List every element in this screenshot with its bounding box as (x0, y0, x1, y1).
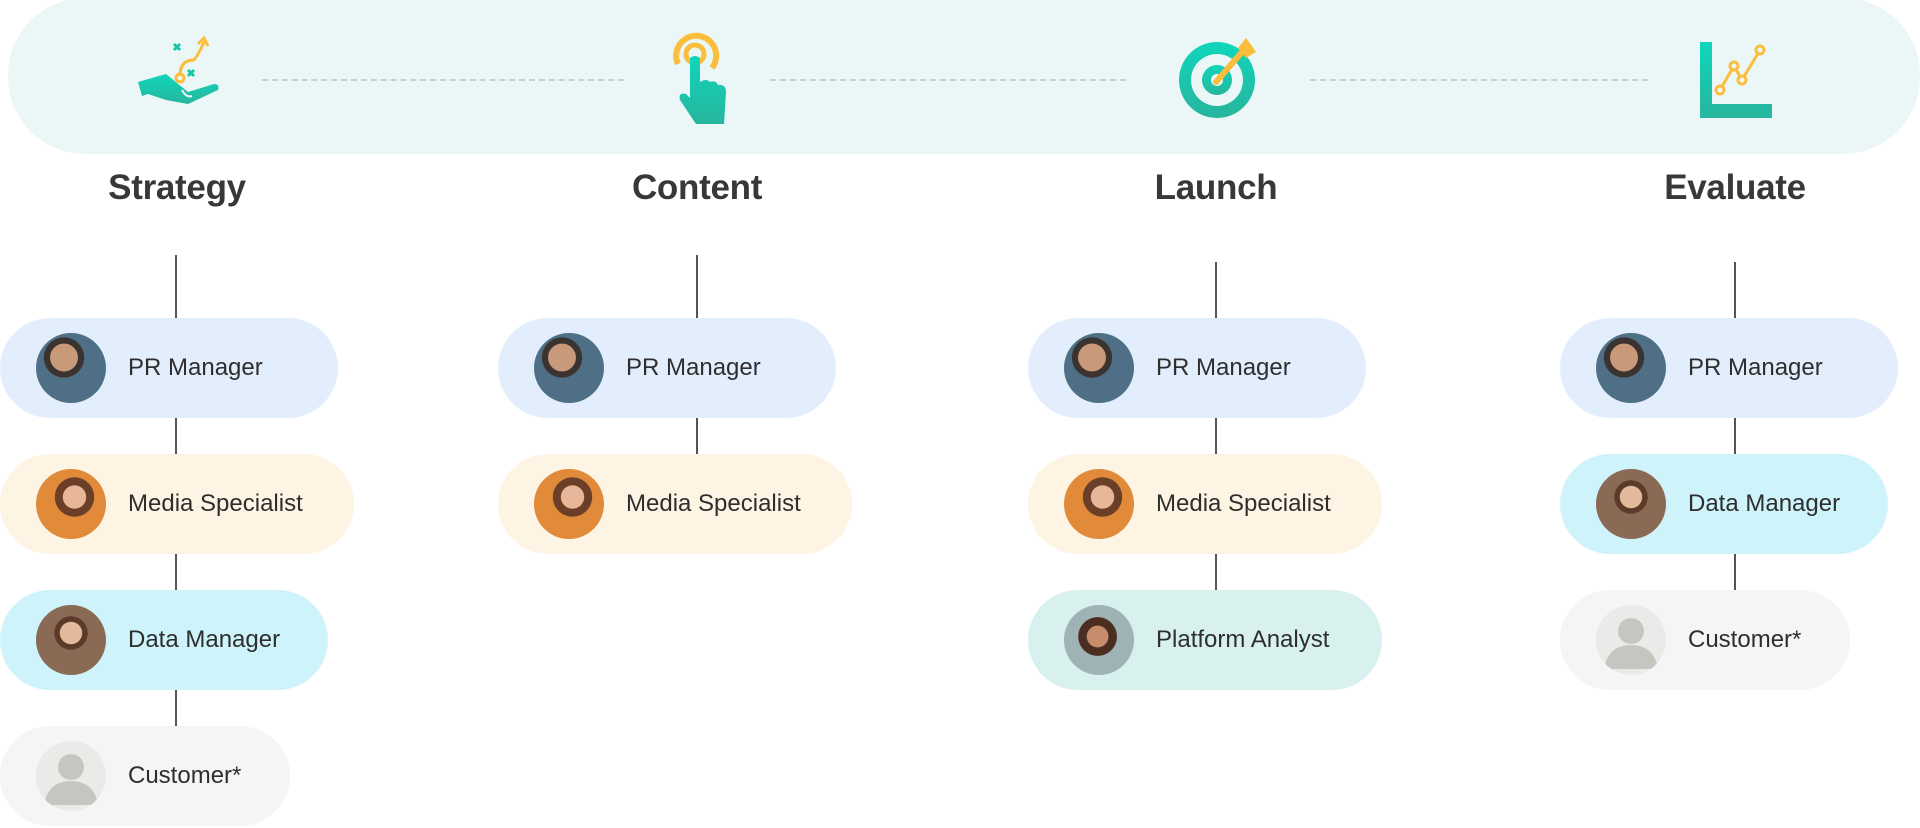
avatar-pr-manager (1064, 333, 1134, 403)
role-connector-line (1215, 262, 1217, 318)
role-label: Platform Analyst (1156, 626, 1330, 653)
role-label: Media Specialist (626, 490, 801, 517)
role-connector-line (1734, 418, 1736, 454)
role-connector-line (696, 255, 698, 318)
stage-connector (262, 79, 624, 81)
avatar-pr-manager (534, 333, 604, 403)
role-card-platform-analyst: Platform Analyst (1028, 590, 1382, 690)
role-card-media-specialist: Media Specialist (0, 454, 354, 554)
role-card-pr-manager: PR Manager (1028, 318, 1366, 418)
stage-title-launch: Launch (1154, 168, 1278, 207)
stage-title-content: Content (631, 168, 763, 207)
role-connector-line (696, 418, 698, 454)
role-connector-line (175, 255, 177, 318)
role-card-pr-manager: PR Manager (0, 318, 338, 418)
role-label: Media Specialist (128, 490, 303, 517)
target-arrow-icon (1179, 38, 1256, 118)
strategy-hand-icon (138, 35, 219, 104)
role-connector-line (1734, 262, 1736, 318)
role-label: Customer* (128, 762, 242, 789)
avatar-pr-manager (36, 333, 106, 403)
default-user-icon (36, 741, 106, 811)
role-card-data-manager: Data Manager (0, 590, 328, 690)
stage-title-strategy: Strategy (108, 168, 246, 207)
process-stage-bar (8, 0, 1920, 154)
role-card-media-specialist: Media Specialist (1028, 454, 1382, 554)
avatar-media-specialist (36, 469, 106, 539)
role-label: PR Manager (1688, 354, 1823, 381)
role-connector-line (175, 690, 177, 726)
role-label: PR Manager (1156, 354, 1291, 381)
role-card-pr-manager: PR Manager (1560, 318, 1898, 418)
role-card-pr-manager: PR Manager (498, 318, 836, 418)
default-user-icon (1596, 605, 1666, 675)
role-card-data-manager: Data Manager (1560, 454, 1888, 554)
stage-connector (770, 79, 1126, 81)
avatar-platform-analyst (1064, 605, 1134, 675)
stage-connector (1310, 79, 1648, 81)
role-connector-line (175, 554, 177, 590)
role-card-customer: Customer* (1560, 590, 1850, 690)
stage-title-evaluate: Evaluate (1664, 168, 1806, 207)
role-label: PR Manager (128, 354, 263, 381)
role-label: Data Manager (128, 626, 281, 653)
role-connector-line (1215, 554, 1217, 590)
tap-finger-icon (673, 32, 726, 124)
avatar-data-manager (1596, 469, 1666, 539)
role-label: Media Specialist (1156, 490, 1331, 517)
role-label: Data Manager (1688, 490, 1841, 517)
role-card-customer: Customer* (0, 726, 290, 826)
avatar-media-specialist (1064, 469, 1134, 539)
growth-chart-icon (1700, 42, 1772, 118)
role-card-media-specialist: Media Specialist (498, 454, 852, 554)
role-connector-line (1215, 418, 1217, 454)
role-connector-line (175, 418, 177, 454)
role-label: PR Manager (626, 354, 761, 381)
avatar-data-manager (36, 605, 106, 675)
role-label: Customer* (1688, 626, 1802, 653)
avatar-media-specialist (534, 469, 604, 539)
role-connector-line (1734, 554, 1736, 590)
avatar-pr-manager (1596, 333, 1666, 403)
